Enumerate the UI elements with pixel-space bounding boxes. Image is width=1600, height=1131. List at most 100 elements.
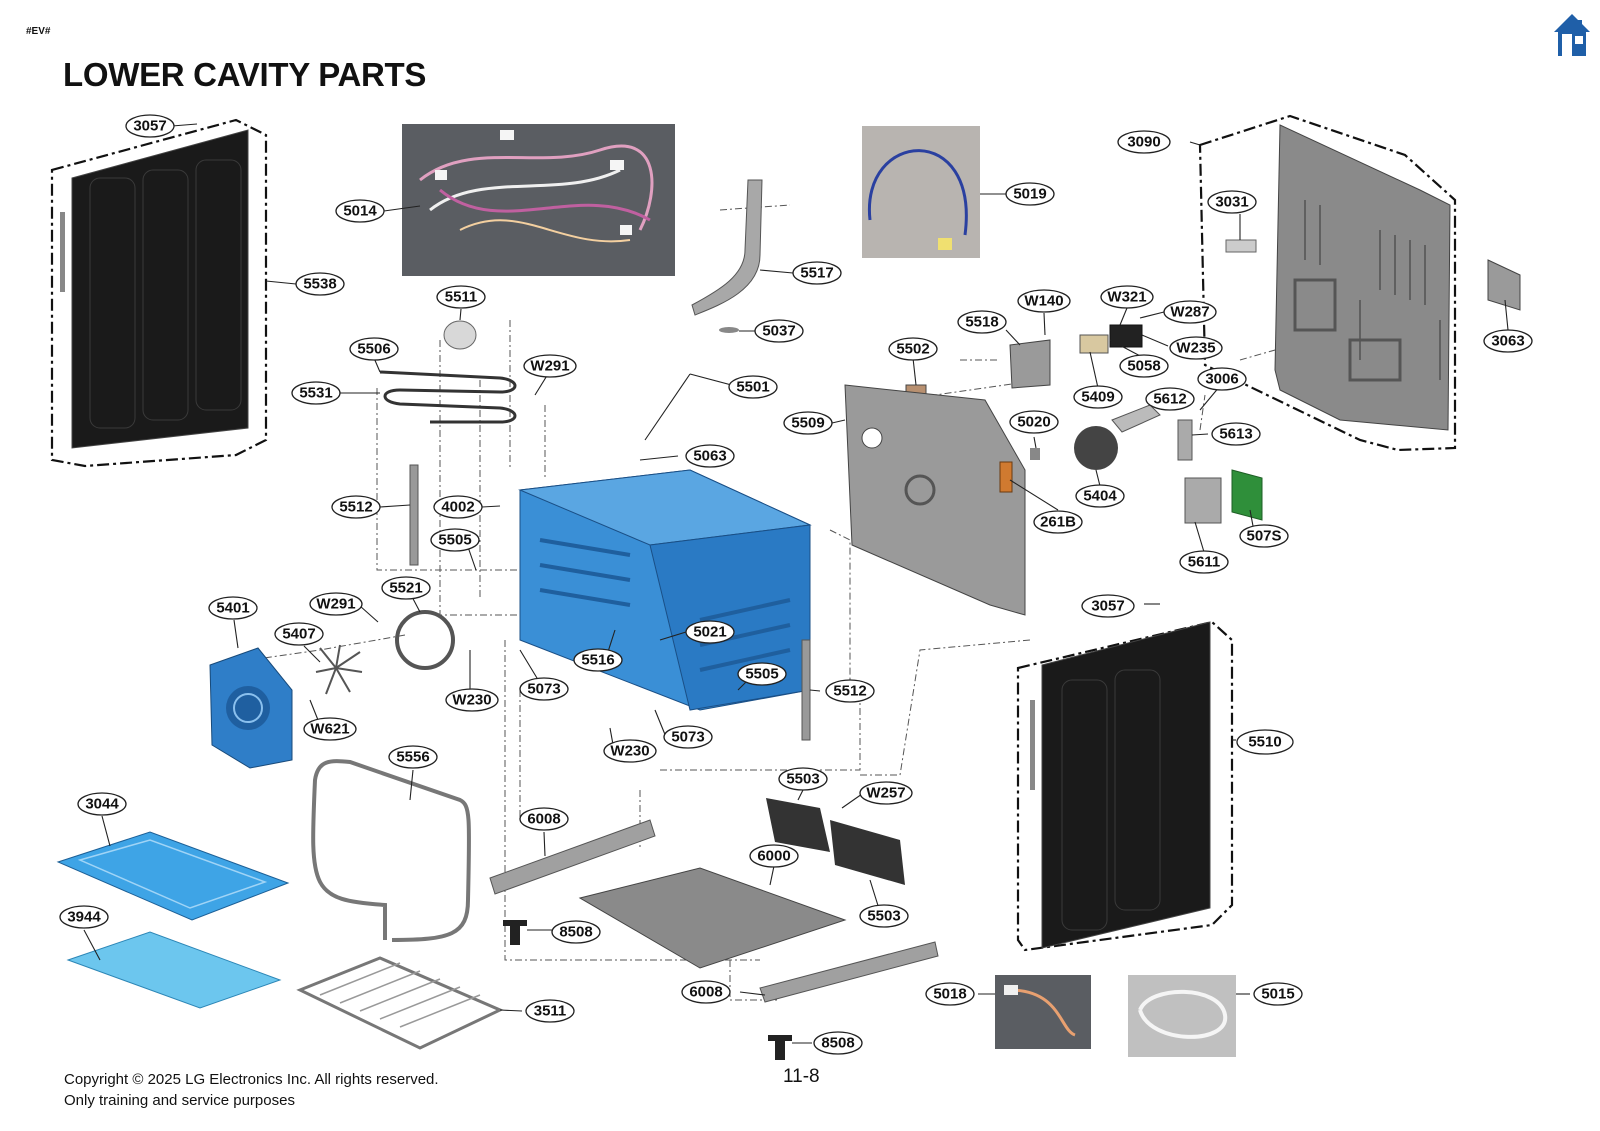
callout-5518[interactable]: 5518 <box>957 310 1007 334</box>
copyright-text: Copyright © 2025 LG Electronics Inc. All… <box>64 1071 439 1088</box>
callout-8508[interactable]: 8508 <box>813 1031 863 1055</box>
callout-W257[interactable]: W257 <box>859 781 913 805</box>
callout-6008[interactable]: 6008 <box>519 807 569 831</box>
sensor-wire-photo <box>862 126 980 258</box>
callout-5612[interactable]: 5612 <box>1145 387 1195 411</box>
callout-5015[interactable]: 5015 <box>1253 982 1303 1006</box>
callout-507S[interactable]: 507S <box>1239 524 1289 548</box>
side-rail-left <box>409 464 419 566</box>
callout-5019[interactable]: 5019 <box>1005 182 1055 206</box>
control-bracket-parts <box>905 324 1263 524</box>
callout-3511[interactable]: 3511 <box>525 999 575 1023</box>
callout-3044[interactable]: 3044 <box>77 792 127 816</box>
callout-W321[interactable]: W321 <box>1100 285 1154 309</box>
callout-5510[interactable]: 5510 <box>1236 729 1294 755</box>
callout-5058[interactable]: 5058 <box>1119 354 1169 378</box>
callout-W291[interactable]: W291 <box>309 592 363 616</box>
callout-label: 3031 <box>1215 194 1248 211</box>
slide-rail-front <box>489 819 656 895</box>
callout-8508[interactable]: 8508 <box>551 920 601 944</box>
callout-5503[interactable]: 5503 <box>778 767 828 791</box>
callout-W230[interactable]: W230 <box>445 688 499 712</box>
callout-W140[interactable]: W140 <box>1017 289 1071 313</box>
leveling-leg <box>768 1035 792 1060</box>
callout-5407[interactable]: 5407 <box>274 622 324 646</box>
callout-5611[interactable]: 5611 <box>1179 550 1229 574</box>
callout-label: W235 <box>1176 340 1215 357</box>
callout-label: 5556 <box>396 749 429 766</box>
callout-5401[interactable]: 5401 <box>208 596 258 620</box>
callout-5512[interactable]: 5512 <box>331 495 381 519</box>
callout-W291[interactable]: W291 <box>523 354 577 378</box>
callout-5073[interactable]: 5073 <box>663 725 713 749</box>
callout-label: 5501 <box>736 379 769 396</box>
callout-3944[interactable]: 3944 <box>59 905 109 929</box>
callout-W235[interactable]: W235 <box>1169 336 1223 360</box>
callout-label: 5401 <box>216 600 249 617</box>
callout-W621[interactable]: W621 <box>303 717 357 741</box>
callout-5073[interactable]: 5073 <box>519 677 569 701</box>
broiler-pan[interactable] <box>56 831 290 921</box>
callout-5511[interactable]: 5511 <box>436 285 486 309</box>
callout-3057[interactable]: 3057 <box>1081 594 1135 618</box>
home-icon[interactable] <box>1552 12 1592 58</box>
callout-261B[interactable]: 261B <box>1033 510 1083 534</box>
callout-5404[interactable]: 5404 <box>1075 484 1125 508</box>
callout-5018[interactable]: 5018 <box>925 982 975 1006</box>
callout-3063[interactable]: 3063 <box>1483 329 1533 353</box>
callout-5037[interactable]: 5037 <box>754 319 804 343</box>
broiler-pan-insert[interactable] <box>66 931 282 1009</box>
callout-5517[interactable]: 5517 <box>792 261 842 285</box>
callout-5063[interactable]: 5063 <box>685 444 735 468</box>
callout-5613[interactable]: 5613 <box>1211 422 1261 446</box>
callout-W230[interactable]: W230 <box>603 739 657 763</box>
callout-5501[interactable]: 5501 <box>728 375 778 399</box>
callout-5505[interactable]: 5505 <box>737 662 787 686</box>
leveling-leg <box>503 920 527 945</box>
insulation-block <box>766 798 905 885</box>
callout-label: 5018 <box>933 986 966 1003</box>
callout-W287[interactable]: W287 <box>1163 300 1217 324</box>
callout-label: W287 <box>1170 304 1209 321</box>
callout-label: 5511 <box>445 289 478 306</box>
callout-label: 5506 <box>357 341 390 358</box>
callout-3057[interactable]: 3057 <box>125 114 175 138</box>
callout-5505[interactable]: 5505 <box>430 528 480 552</box>
callout-5502[interactable]: 5502 <box>888 337 938 361</box>
oven-cavity[interactable] <box>518 469 812 711</box>
callout-4002[interactable]: 4002 <box>433 495 483 519</box>
callout-3090[interactable]: 3090 <box>1117 130 1171 154</box>
callout-5021[interactable]: 5021 <box>685 620 735 644</box>
callout-5538[interactable]: 5538 <box>295 272 345 296</box>
callout-label: 5510 <box>1248 734 1281 751</box>
upper-door-assembly[interactable] <box>50 118 268 468</box>
callout-label: 5509 <box>791 415 824 432</box>
callout-label: 261B <box>1040 514 1076 531</box>
callout-label: 5503 <box>786 771 819 788</box>
oven-rack[interactable] <box>296 956 504 1050</box>
callout-5521[interactable]: 5521 <box>381 576 431 600</box>
callout-5509[interactable]: 5509 <box>783 411 833 435</box>
callout-5506[interactable]: 5506 <box>349 337 399 361</box>
callout-5503[interactable]: 5503 <box>859 904 909 928</box>
lower-door-assembly[interactable] <box>1016 620 1234 952</box>
callout-label: 5505 <box>745 666 778 683</box>
callout-5014[interactable]: 5014 <box>335 199 385 223</box>
callout-5512[interactable]: 5512 <box>825 679 875 703</box>
callout-6008[interactable]: 6008 <box>681 980 731 1004</box>
callout-5409[interactable]: 5409 <box>1073 385 1123 409</box>
page-number: 11-8 <box>783 1066 820 1087</box>
callout-3006[interactable]: 3006 <box>1197 367 1247 391</box>
rear-panel-assembly[interactable] <box>1198 114 1457 452</box>
callout-label: 5037 <box>762 323 795 340</box>
callout-5556[interactable]: 5556 <box>388 745 438 769</box>
callout-5516[interactable]: 5516 <box>573 648 623 672</box>
fan-cover[interactable] <box>209 647 293 769</box>
callout-label: W230 <box>452 692 491 709</box>
callout-6000[interactable]: 6000 <box>749 844 799 868</box>
callout-3031[interactable]: 3031 <box>1207 190 1257 214</box>
callout-5020[interactable]: 5020 <box>1009 410 1059 434</box>
callout-label: 5611 <box>1188 554 1221 571</box>
callout-label: 5073 <box>671 729 704 746</box>
callout-5531[interactable]: 5531 <box>291 381 341 405</box>
